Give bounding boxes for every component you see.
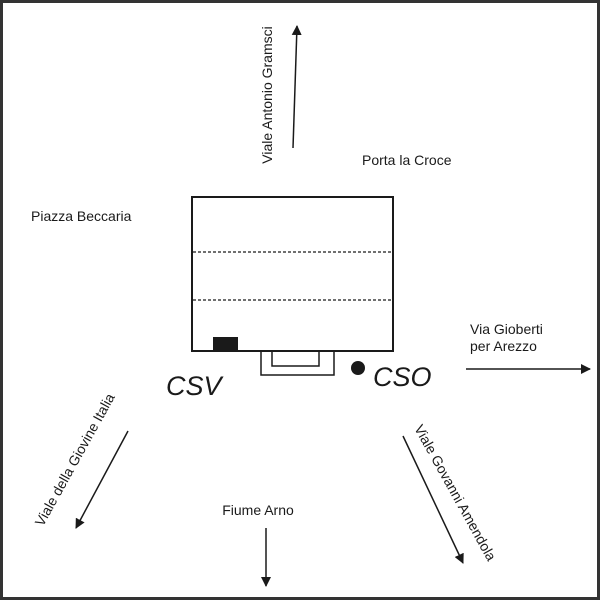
arrow-giovine xyxy=(75,430,129,529)
csv-marker xyxy=(213,337,238,351)
label-porta: Porta la Croce xyxy=(362,152,452,168)
entrance-inner xyxy=(271,351,320,367)
label-gramsci: Viale Antonio Gramsci xyxy=(259,26,275,163)
building xyxy=(191,196,394,352)
label-cso: CSO xyxy=(373,362,432,392)
label-arno: Fiume Arno xyxy=(222,502,294,518)
arrow-amendola xyxy=(402,435,464,564)
label-gioberti-1: Via Gioberti xyxy=(470,321,543,337)
entrance-outer xyxy=(260,351,335,376)
label-giovine: Viale della Giovine Italia xyxy=(31,390,117,528)
label-piazza: Piazza Beccaria xyxy=(31,208,132,224)
cso-marker xyxy=(351,361,365,375)
label-csv: CSV xyxy=(166,371,225,401)
arrow-gramsci xyxy=(291,25,302,149)
label-gioberti-2: per Arezzo xyxy=(470,338,537,354)
label-amendola: Viale Govanni Amendola xyxy=(411,422,499,564)
